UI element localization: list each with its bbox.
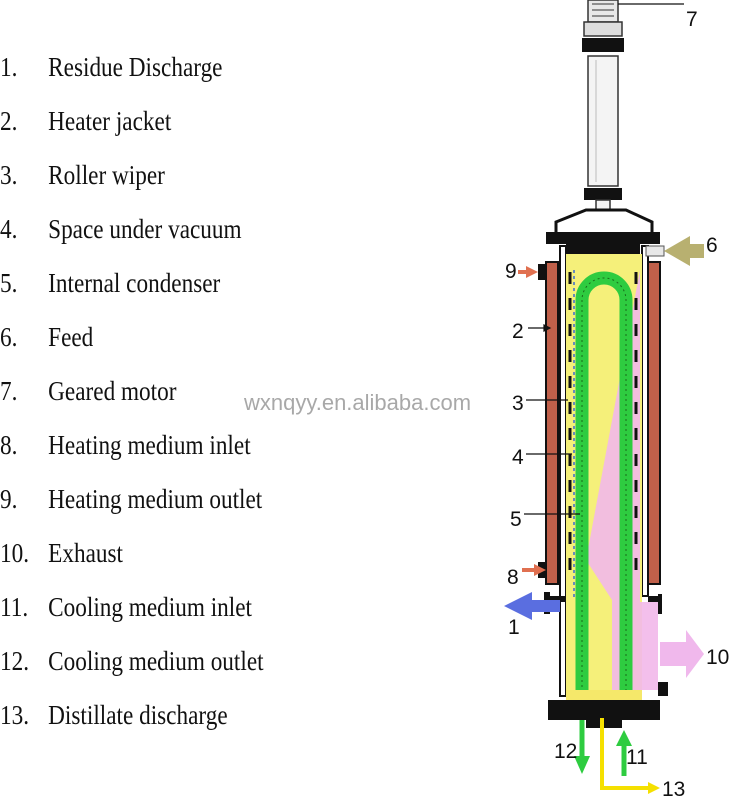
heater-jacket-left <box>545 261 559 585</box>
legend-number: 7. <box>0 376 18 406</box>
legend-number: 10. <box>0 538 30 568</box>
callout-6: 6 <box>706 234 718 257</box>
geared-motor <box>582 0 624 227</box>
legend-number: 3. <box>0 160 18 190</box>
callout-3: 3 <box>512 392 524 415</box>
callout-5: 5 <box>510 508 522 531</box>
callout-4: 4 <box>512 446 524 469</box>
legend-number: 6. <box>0 322 18 352</box>
legend-label: Cooling medium inlet <box>48 592 252 622</box>
legend-number: 5. <box>0 268 18 298</box>
legend-label: Cooling medium outlet <box>48 646 264 676</box>
cooling-outlet-arrow <box>574 720 590 774</box>
callout-11: 11 <box>626 746 648 769</box>
callout-10: 10 <box>706 646 729 669</box>
legend-number: 13. <box>0 700 30 730</box>
watermark-text: wxnqyy.en.alibaba.com <box>244 390 472 415</box>
legend-number: 1. <box>0 52 18 82</box>
legend-label: Distillate discharge <box>48 700 228 730</box>
cooling-inlet-arrow <box>616 730 632 776</box>
feed-arrow <box>645 236 704 266</box>
callout-1: 1 <box>508 616 520 639</box>
legend-number: 11. <box>0 592 29 622</box>
callout-2: 2 <box>512 320 524 343</box>
legend-label: Internal condenser <box>48 268 221 298</box>
distillate-discharge-arrow <box>600 718 660 794</box>
legend-label: Space under vacuum <box>48 214 242 244</box>
legend-label: Feed <box>48 322 94 352</box>
legend-label: Roller wiper <box>48 160 165 190</box>
legend-number: 9. <box>0 484 18 514</box>
legend-label: Heating medium outlet <box>48 484 263 514</box>
legend-label: Residue Discharge <box>48 52 223 82</box>
callout-lines <box>524 324 580 515</box>
vessel-body <box>546 208 660 697</box>
callout-12: 12 <box>554 740 577 763</box>
callout-8: 8 <box>507 566 519 589</box>
legend-number: 12. <box>0 646 30 676</box>
callout-9: 9 <box>505 260 517 283</box>
callout-13: 13 <box>662 778 685 801</box>
heater-jacket-right <box>647 261 661 585</box>
residue-discharge-arrow <box>504 592 560 620</box>
exhaust-arrow <box>660 630 704 678</box>
heater-jacket <box>545 261 661 585</box>
heating-outlet-arrow <box>518 264 546 280</box>
heating-inlet-arrow <box>522 562 546 578</box>
legend-label: Exhaust <box>48 538 123 568</box>
evaporator-diagram: 7 6 9 2 3 4 5 8 1 10 12 11 13 <box>504 0 729 801</box>
legend-label: Heating medium inlet <box>48 430 251 460</box>
legend-number: 8. <box>0 430 18 460</box>
legend-label: Heater jacket <box>48 106 172 136</box>
legend-label: Geared motor <box>48 376 177 406</box>
callout-7: 7 <box>686 8 698 31</box>
legend-number: 2. <box>0 106 18 136</box>
legend-number: 4. <box>0 214 18 244</box>
